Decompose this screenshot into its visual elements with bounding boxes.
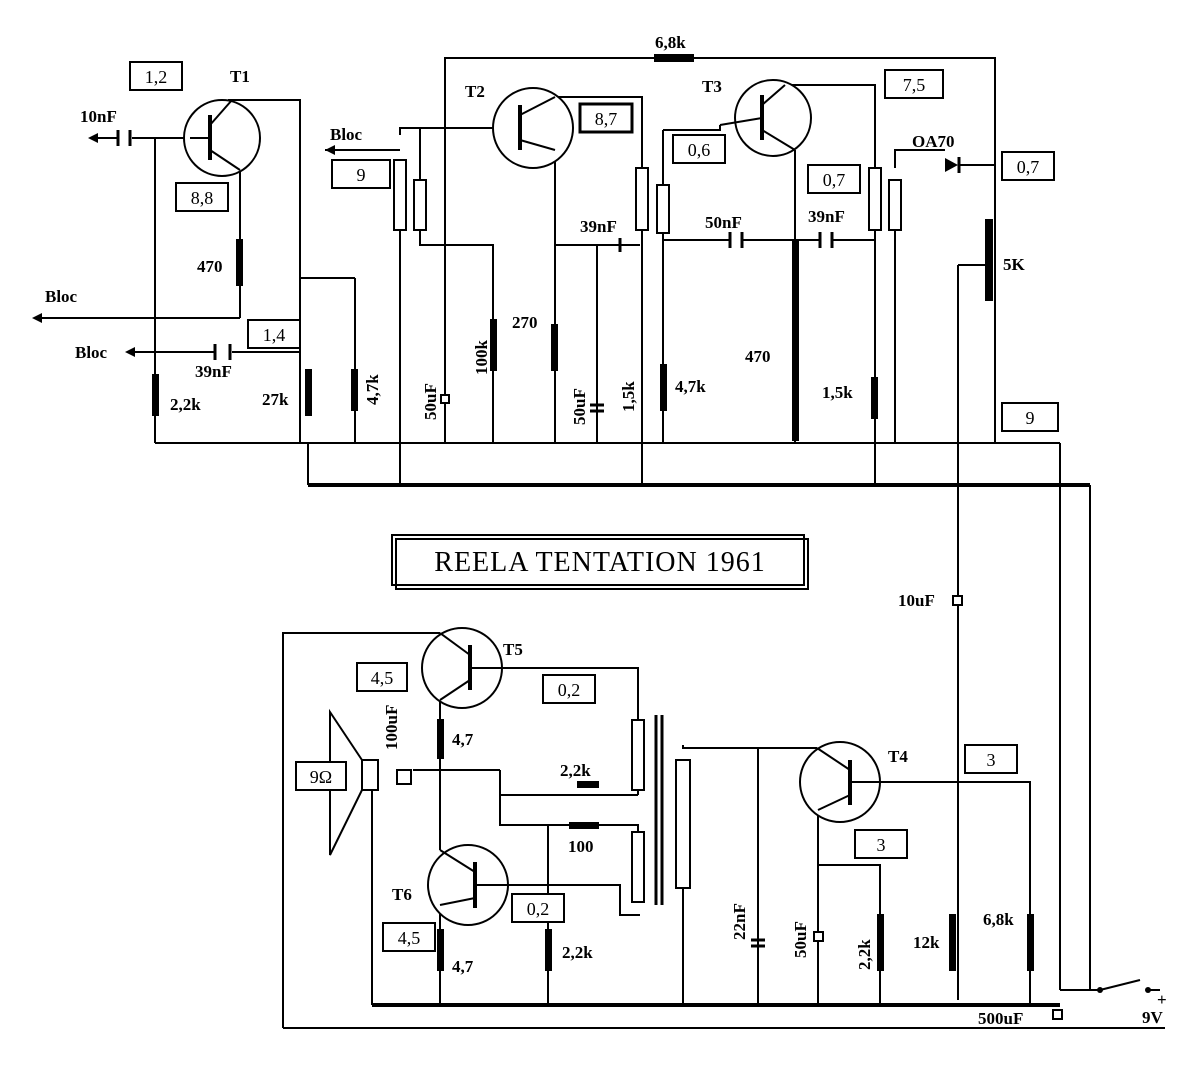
label-c-10nf: 10nF (80, 107, 117, 126)
transistor-t6 (427, 844, 510, 926)
terminals (32, 133, 400, 357)
voltage-t5-left: 4,5 (371, 668, 394, 688)
speaker-label: 9Ω (310, 767, 332, 787)
label-r-12k: 12k (913, 933, 940, 952)
label-r-2k2-a: 2,2k (170, 395, 201, 414)
label-c-500uf: 500uF (978, 1009, 1023, 1028)
label-bloc-1: Bloc (45, 287, 78, 306)
label-c-50uf-c: 50uF (791, 921, 810, 958)
label-r-4k7-a: 4,7k (363, 374, 382, 405)
transistor-t1 (183, 99, 261, 177)
switch-icon (1097, 979, 1151, 993)
label-r-2k2-mid: 2,2k (560, 761, 591, 780)
voltage-t4-base: 3 (987, 750, 996, 770)
label-c-22nf: 22nF (730, 903, 749, 940)
voltage-detector-out: 0,7 (1017, 157, 1040, 177)
label-r-27k: 27k (262, 390, 289, 409)
component-labels: 6,8k 10nF 470 39nF 2,2k 27k 4,7k 50uF 10… (45, 33, 1167, 1028)
label-r-4-7-bot: 4,7 (452, 957, 474, 976)
transistor-t5 (421, 627, 505, 709)
page-title: REELA TENTATION 1961 (434, 547, 765, 578)
voltage-t3-base: 0,6 (688, 140, 711, 160)
label-r-100k: 100k (472, 340, 491, 376)
label-c-39nf-a: 39nF (195, 362, 232, 381)
label-r-2k2-c: 2,2k (855, 939, 874, 970)
label-t6: T6 (392, 885, 412, 904)
label-r-100: 100 (568, 837, 594, 856)
transistor-t2 (492, 87, 574, 169)
label-c-39nf-c: 39nF (808, 207, 845, 226)
label-r-270: 270 (512, 313, 538, 332)
label-r-6k8: 6,8k (655, 33, 686, 52)
label-r-6k8-b: 6,8k (983, 910, 1014, 929)
label-r-2k2-bot: 2,2k (562, 943, 593, 962)
label-r-1k5-a: 1,5k (619, 381, 638, 412)
label-t5: T5 (503, 640, 523, 659)
label-c-50uf-a: 50uF (421, 383, 440, 420)
label-c-50uf-b: 50uF (570, 388, 589, 425)
voltage-t4-emitter: 3 (877, 835, 886, 855)
voltage-t2-input: 9 (357, 165, 366, 185)
label-t1: T1 (230, 67, 250, 86)
label-c-39nf-b: 39nF (580, 217, 617, 236)
voltage-t3-top: 7,5 (903, 75, 926, 95)
label-r-4k7-b: 4,7k (675, 377, 706, 396)
capacitors (116, 130, 1063, 1020)
diode-oa70 (945, 157, 961, 173)
resistor-6k8-top (654, 54, 694, 62)
label-diode: OA70 (912, 132, 955, 151)
voltage-boxes: 1,2 8,8 1,4 9 8,7 0,6 0,7 7,5 0,7 9 4,5 … (129, 61, 1059, 952)
title-block: REELA TENTATION 1961 (391, 534, 809, 590)
voltage-t6-left: 4,5 (398, 928, 421, 948)
label-t3: T3 (702, 77, 722, 96)
label-bloc-2: Bloc (75, 343, 108, 362)
label-supply: 9V (1142, 1008, 1164, 1027)
label-pot-5k: 5K (1003, 255, 1026, 274)
voltage-t5-base: 0,2 (558, 680, 581, 700)
transformer (654, 715, 664, 905)
label-t4: T4 (888, 747, 908, 766)
transistor-t3 (719, 79, 812, 157)
voltage-t1-node: 1,4 (263, 325, 286, 345)
label-t2: T2 (465, 82, 485, 101)
label-r-4-7-top: 4,7 (452, 730, 474, 749)
label-r-470-t3: 470 (745, 347, 771, 366)
voltage-t1-base: 1,2 (145, 67, 168, 87)
voltage-t1-emitter: 8,8 (191, 188, 214, 208)
voltage-t2-emitter: 8,7 (595, 109, 618, 129)
label-bloc-3: Bloc (330, 125, 363, 144)
transistor-t4 (799, 741, 881, 823)
transistor-labels: T1 T2 T3 T4 T5 T6 (230, 67, 908, 904)
voltage-t3-emitter: 0,7 (823, 170, 846, 190)
resistors-filled (152, 219, 1034, 971)
label-c-50nf: 50nF (705, 213, 742, 232)
label-plus: + (1157, 990, 1167, 1009)
label-c-100uf: 100uF (382, 705, 401, 750)
voltage-supply-node: 9 (1026, 408, 1035, 428)
resistors-outline (393, 159, 902, 903)
voltage-t6-base: 0,2 (527, 899, 550, 919)
label-r-1k5-b: 1,5k (822, 383, 853, 402)
label-c-10uf: 10uF (898, 591, 935, 610)
label-r-470-t1: 470 (197, 257, 223, 276)
